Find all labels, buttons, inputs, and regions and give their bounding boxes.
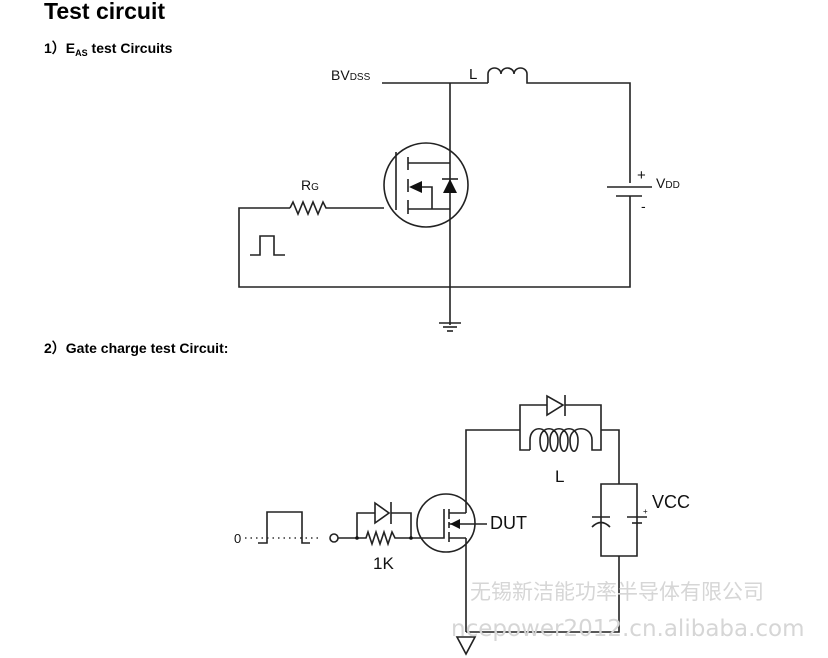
label-vdd: VDD: [656, 175, 680, 191]
flyback-diode: [546, 394, 566, 417]
label-bvdss: BVDSS: [331, 67, 371, 83]
gate-diode: [374, 501, 392, 525]
eas-test-circuit: BVDSS L RG + VDD -: [238, 66, 680, 332]
resistor-rg: [289, 199, 384, 217]
inductor-l2: [529, 427, 602, 453]
dut-mosfet: [416, 493, 487, 553]
page-title: Test circuit: [44, 0, 165, 24]
label-vcc: VCC: [652, 492, 690, 512]
inductor-l1: [487, 67, 631, 183]
input-terminal: [329, 533, 339, 543]
label-vdd-plus: +: [637, 167, 646, 184]
pulse-source-2: [245, 511, 320, 544]
section-heading-gate-charge: 2）Gate charge test Circuit:: [44, 340, 229, 356]
label-dut: DUT: [490, 513, 527, 533]
mosfet-symbol: [383, 142, 469, 228]
label-rg: RG: [301, 177, 319, 193]
pulse-source-1: [250, 235, 285, 256]
ground-symbol-2: [455, 636, 477, 656]
label-zero: 0: [234, 531, 241, 546]
capacitor: [591, 516, 611, 528]
watermark-company: 无锡新洁能功率半导体有限公司: [470, 580, 764, 604]
label-batt-plus: +: [643, 507, 648, 516]
label-inductor-l: L: [469, 66, 477, 83]
ground-symbol-1: [439, 322, 461, 332]
battery-vdd: [238, 186, 652, 288]
battery-vcc: [627, 516, 647, 524]
label-vdd-minus: -: [641, 198, 646, 214]
section-heading-eas: 1）EAS test Circuits: [44, 40, 173, 58]
watermark-url: ncepower2012.cn.alibaba.com: [451, 616, 805, 642]
gate-charge-test-circuit: 0 1K DUT L VCC +: [234, 394, 690, 656]
resistor-1k: [357, 529, 425, 547]
label-inductor-l2: L: [555, 467, 564, 486]
label-1k: 1K: [373, 554, 394, 573]
